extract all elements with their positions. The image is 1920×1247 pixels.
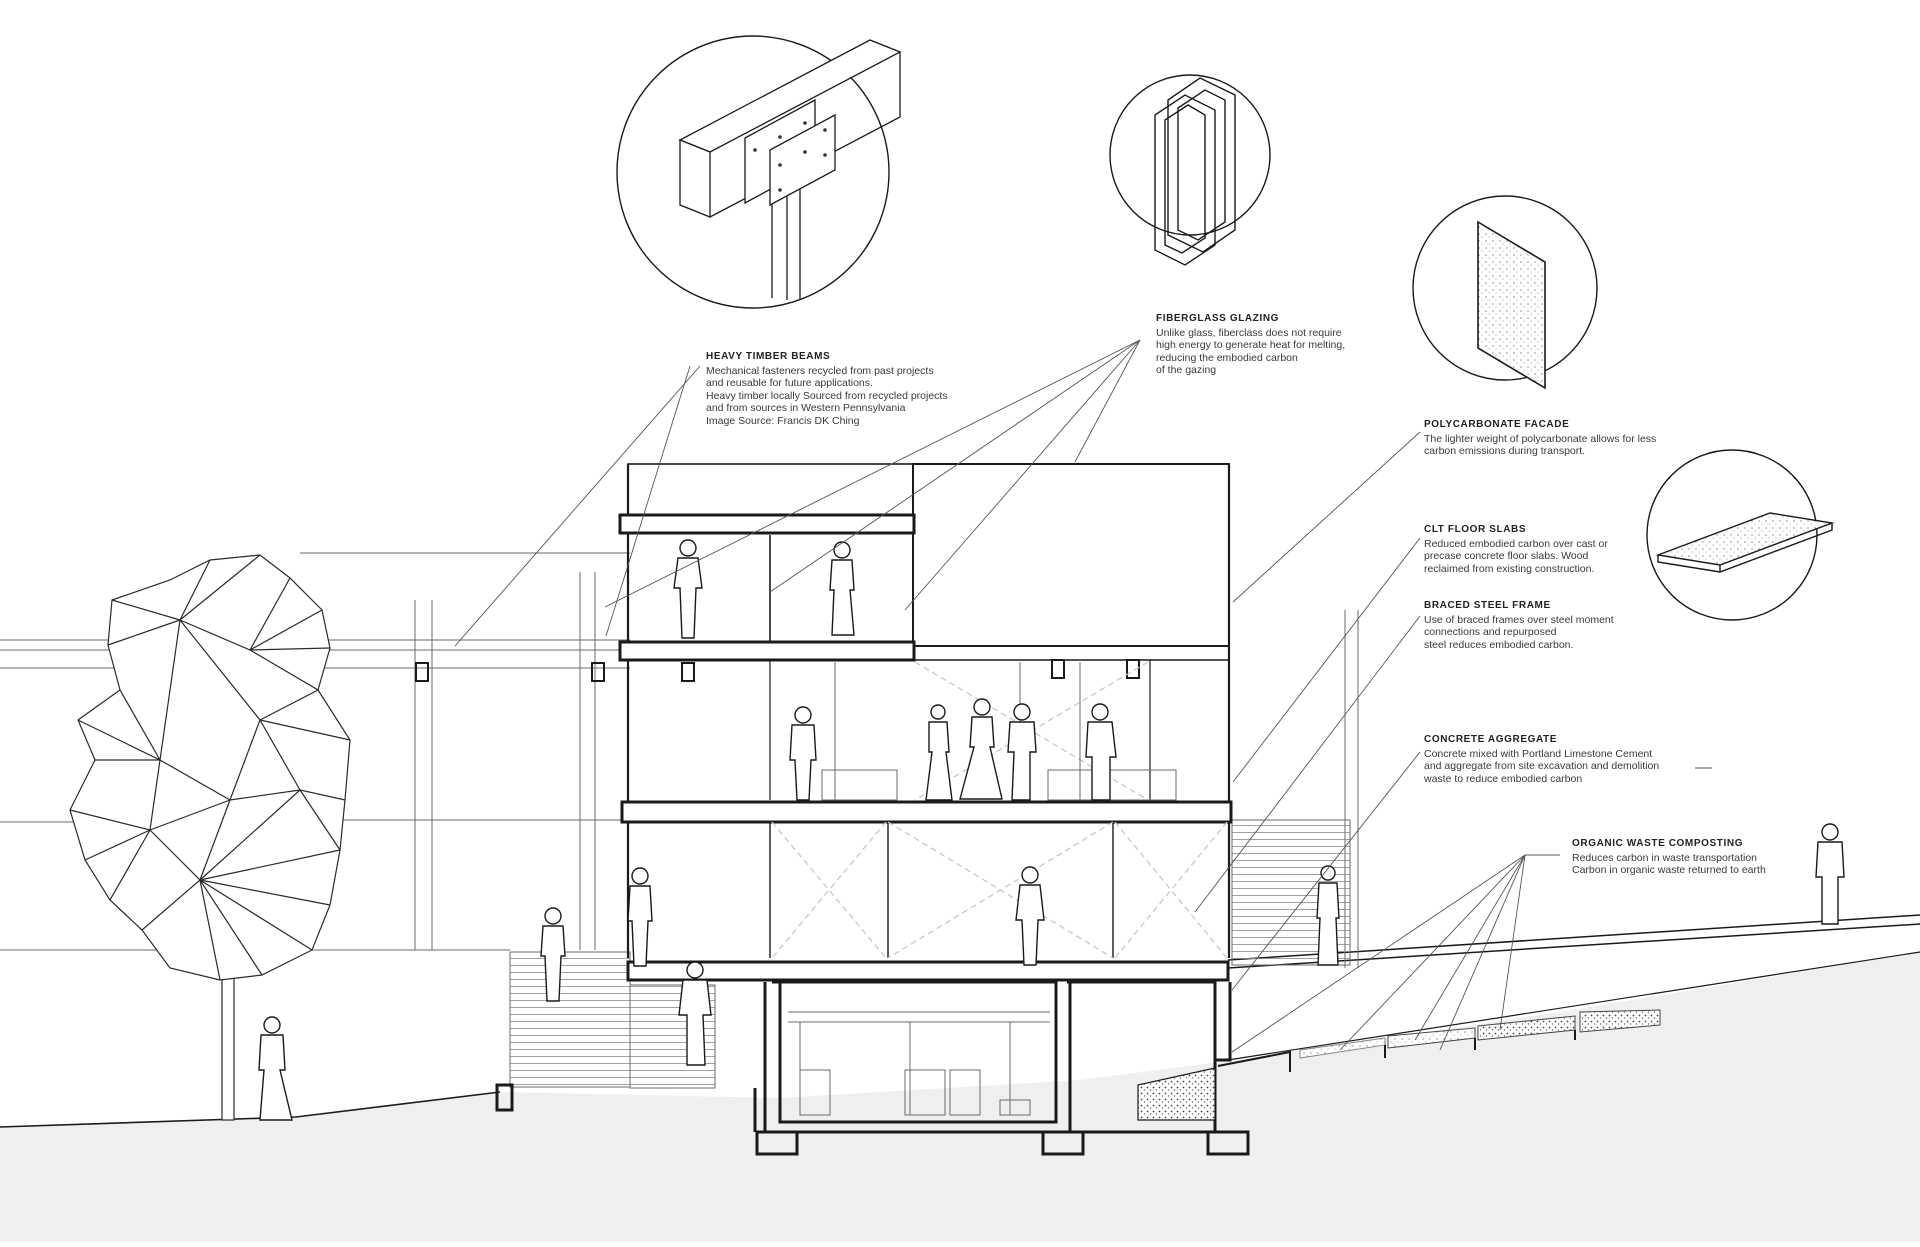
annotation-line: Reduced embodied carbon over cast or xyxy=(1424,537,1608,550)
annotation-line: carbon emissions during transport. xyxy=(1424,445,1586,457)
annotation-organic-waste-composting: ORGANIC WASTE COMPOSTING Reduces carbon … xyxy=(1572,838,1766,877)
annotation-line: waste to reduce embodied carbon xyxy=(1424,772,1583,785)
annotation-polycarbonate-facade: POLYCARBONATE FACADE The lighter weight … xyxy=(1424,419,1656,458)
annotation-line: The lighter weight of polycarbonate allo… xyxy=(1424,432,1657,445)
annotation-title: CLT FLOOR SLABS xyxy=(1424,524,1527,535)
annotation-line: and reusable for future applications. xyxy=(706,377,873,389)
detail-circle-clt xyxy=(1646,449,1835,621)
annotation-line: connections and repurposed xyxy=(1424,626,1557,638)
annotation-clt-floor-slabs: CLT FLOOR SLABS Reduced embodied carbon … xyxy=(1424,524,1608,575)
annotation-line: Mechanical fasteners recycled from past … xyxy=(706,364,934,377)
annotation-title: FIBERGLASS GLAZING xyxy=(1156,313,1280,324)
annotation-braced-steel-frame: BRACED STEEL FRAME Use of braced frames … xyxy=(1424,600,1614,651)
detail-circle-timber xyxy=(616,35,902,309)
annotation-line: of the gazing xyxy=(1156,364,1217,376)
people xyxy=(258,539,1845,1121)
building xyxy=(618,463,1233,982)
annotation-line: Concrete mixed with Portland Limestone C… xyxy=(1424,747,1653,760)
clt-slab-3 xyxy=(618,640,916,662)
basement xyxy=(495,980,1250,1156)
annotation-title: CONCRETE AGGREGATE xyxy=(1424,734,1558,745)
annotation-line: and aggregate from site excavation and d… xyxy=(1424,760,1660,772)
detail-circle-polycarbonate xyxy=(1412,195,1598,390)
annotation-line: high energy to generate heat for melting… xyxy=(1156,339,1346,351)
annotation-line: reducing the embodied carbon xyxy=(1156,351,1298,364)
annotation-line: Reduces carbon in waste transportation xyxy=(1572,851,1758,864)
annotation-title: BRACED STEEL FRAME xyxy=(1424,600,1551,611)
interior-columns xyxy=(821,662,1177,801)
annotation-line: Carbon in organic waste returned to eart… xyxy=(1572,864,1766,876)
annotation-fiberglass-glazing: FIBERGLASS GLAZING Unlike glass, fibercl… xyxy=(1156,313,1345,377)
slope-line xyxy=(1227,951,1920,1061)
ground-line xyxy=(0,1091,501,1128)
annotation-line: Image Source: Francis DK Ching xyxy=(706,414,860,427)
clt-slab-roof xyxy=(618,513,916,535)
clt-slab-2 xyxy=(620,800,1233,824)
annotation-title: HEAVY TIMBER BEAMS xyxy=(706,351,831,362)
annotation-line: precase concrete floor slabs. Wood xyxy=(1424,550,1589,562)
annotation-line: Unlike glass, fiberclass does not requir… xyxy=(1156,326,1342,339)
annotation-heavy-timber-beams: HEAVY TIMBER BEAMS Mechanical fasteners … xyxy=(706,351,948,427)
ground-fill xyxy=(0,952,1920,1242)
left-stairs xyxy=(509,951,631,1088)
annotation-title: ORGANIC WASTE COMPOSTING xyxy=(1572,838,1744,849)
clt-slab-1 xyxy=(626,960,1230,982)
annotation-line: Use of braced frames over steel moment xyxy=(1424,613,1614,626)
basement-interior xyxy=(788,1011,1050,1116)
faceted-tree xyxy=(69,554,351,1121)
detail-circle-fiberglass xyxy=(1109,74,1271,266)
hanging-lights xyxy=(415,659,1140,682)
leader-lines xyxy=(454,339,1712,1053)
annotation-line: and from sources in Western Pennsylvania xyxy=(706,402,906,414)
annotation-line: steel reduces embodied carbon. xyxy=(1424,638,1574,651)
annotation-title: POLYCARBONATE FACADE xyxy=(1424,419,1570,430)
annotation-line: Heavy timber locally Sourced from recycl… xyxy=(706,389,948,402)
annotation-concrete-aggregate: CONCRETE AGGREGATE Concrete mixed with P… xyxy=(1424,734,1659,785)
annotation-line: reclaimed from existing construction. xyxy=(1424,562,1595,575)
